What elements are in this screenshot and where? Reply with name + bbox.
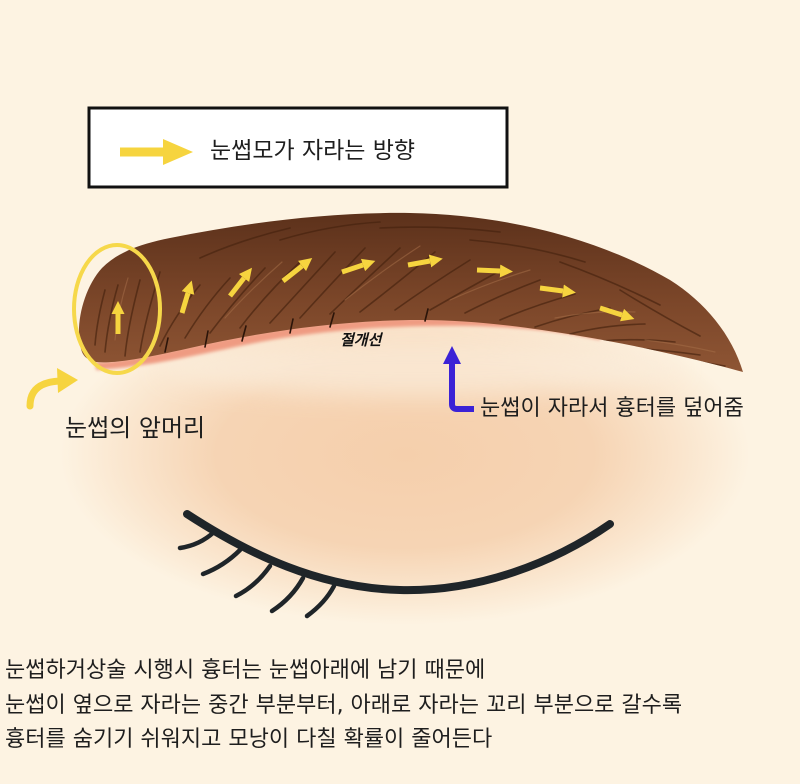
growth-arrow-2 — [179, 280, 195, 314]
lash-line — [183, 510, 614, 595]
eyelash — [177, 529, 217, 551]
eyelash — [233, 563, 273, 599]
eyelash — [269, 575, 306, 614]
eyelashes — [177, 529, 337, 619]
brow-head-pointer-arrow — [26, 368, 78, 410]
caption-line: 흉터를 숨기기 쉬워지고 모낭이 다칠 확률이 줄어든다 — [5, 727, 493, 752]
incision-hair-ticks — [164, 308, 429, 353]
incision-label: 절개선 — [340, 331, 382, 349]
caption-line: 눈썹이 옆으로 자라는 중간 부분부터, 아래로 자라는 꼬리 부분으로 갈수록 — [5, 692, 683, 718]
eyelash — [304, 583, 337, 619]
growth-arrow-9 — [599, 305, 635, 322]
legend-label: 눈썹모가 자라는 방향 — [210, 138, 416, 164]
growth-arrow-6 — [407, 254, 443, 268]
brow-bone-highlight — [160, 340, 680, 396]
caption-line: 눈썹하거상술 시행시 흉터는 눈썹아래에 남기 때문에 — [5, 658, 486, 683]
eyebrow-hair-strokes — [94, 221, 726, 367]
scar-cover-arrow — [443, 346, 474, 412]
growth-arrows — [111, 254, 635, 334]
growth-arrow-5 — [341, 258, 376, 275]
growth-arrow-4 — [281, 257, 313, 283]
brow-head-label: 눈썹의 앞머리 — [65, 414, 206, 442]
incision-line — [96, 318, 600, 370]
scar-cover-label: 눈썹이 자라서 흉터를 덮어줌 — [480, 396, 744, 421]
caption: 눈썹하거상술 시행시 흉터는 눈썹아래에 남기 때문에 눈썹이 옆으로 자라는 … — [5, 654, 795, 758]
brow-head-highlight-ring — [72, 243, 162, 375]
growth-arrow-8 — [539, 284, 576, 298]
eyelash — [200, 547, 243, 577]
growth-arrow-3 — [228, 267, 252, 298]
growth-arrow-7 — [476, 264, 513, 278]
legend-arrow-icon — [120, 139, 193, 165]
